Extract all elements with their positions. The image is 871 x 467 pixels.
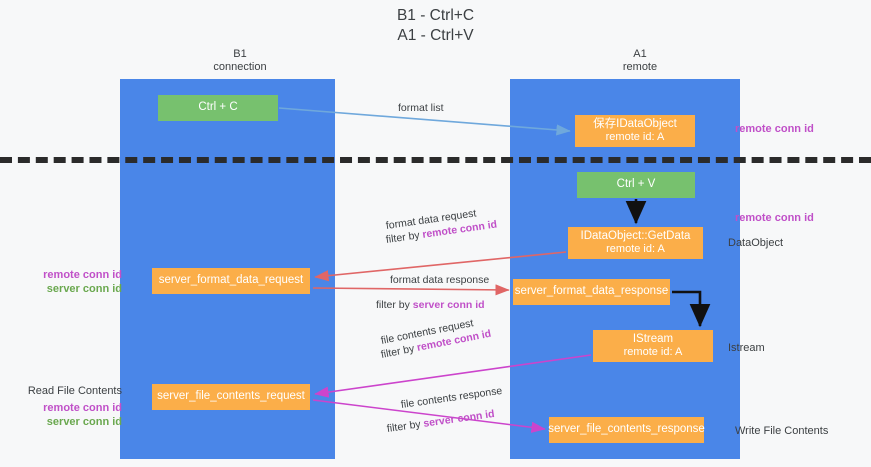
edge-label-format-data-response: format data response [390,274,490,286]
lane-header-b1: B1 connection [213,48,267,73]
box-istream-label: IStream [632,332,674,345]
box-server-file-contents-request[interactable]: server_file_contents_request [152,384,310,410]
annotation-dataobject: DataObject [728,237,784,249]
box-ctrl-c-label: Ctrl + C [198,101,238,114]
box-server-format-data-request-label: server_format_data_request [158,274,304,287]
annotation-istream: Istream [728,342,765,354]
annotation-left-remote-conn-id-mid: remote conn id [43,269,122,281]
box-save-idataobject[interactable]: 保存IDataObject remote id: A [575,115,695,147]
arrow-format-data-response [312,284,510,296]
box-save-idataobject-label: 保存IDataObject [593,117,677,130]
box-save-idataobject-sub: remote id: A [605,131,665,143]
box-server-file-contents-response-label: server_file_contents_response [548,423,705,436]
annotation-left-conn-ids-bottom: remote conn id server conn id [22,401,122,429]
filter-key-server-conn-id: server conn id [412,299,485,311]
annotation-remote-conn-id-mid: remote conn id [735,212,814,224]
annotation-left-server-conn-id-mid: server conn id [46,283,122,295]
filter-key-server-conn-id: server conn id [422,407,496,430]
box-server-format-data-response[interactable]: server_format_data_response [513,279,670,305]
filter-prefix: filter by [376,299,413,311]
box-server-file-contents-request-label: server_file_contents_request [157,390,305,403]
annotation-left-remote-conn-id-bottom: remote conn id [43,402,122,414]
edge-label-format-list: format list [398,102,444,114]
lane-header-a1: A1 remote [622,48,658,73]
annotation-read-file-contents: Read File Contents [27,385,122,397]
annotation-remote-conn-id-top: remote conn id [735,123,814,135]
annotation-left-conn-ids-mid: remote conn id server conn id [22,268,122,296]
box-idataobject-getdata-sub: remote id: A [606,243,665,255]
box-ctrl-v[interactable]: Ctrl + V [577,172,695,198]
box-idataobject-getdata[interactable]: IDataObject::GetData remote id: A [568,227,703,259]
diagram-title: B1 - Ctrl+C A1 - Ctrl+V [396,7,475,44]
filter-prefix: filter by [385,228,424,246]
edge-label-format-data-response-filter: filter by server conn id [376,298,485,312]
annotation-left-server-conn-id-bottom: server conn id [46,416,122,428]
filter-prefix: filter by [386,417,425,435]
phase-divider [0,157,871,163]
box-ctrl-v-label: Ctrl + V [616,178,656,191]
box-istream-sub: remote id: A [623,346,683,358]
box-ctrl-c[interactable]: Ctrl + C [158,95,278,121]
box-server-format-data-response-label: server_format_data_response [514,285,669,298]
box-server-format-data-request[interactable]: server_format_data_request [152,268,310,294]
annotation-write-file-contents: Write File Contents [735,425,829,437]
box-server-file-contents-response[interactable]: server_file_contents_response [548,417,705,443]
box-idataobject-getdata-label: IDataObject::GetData [580,229,691,242]
box-istream[interactable]: IStream remote id: A [593,330,713,362]
